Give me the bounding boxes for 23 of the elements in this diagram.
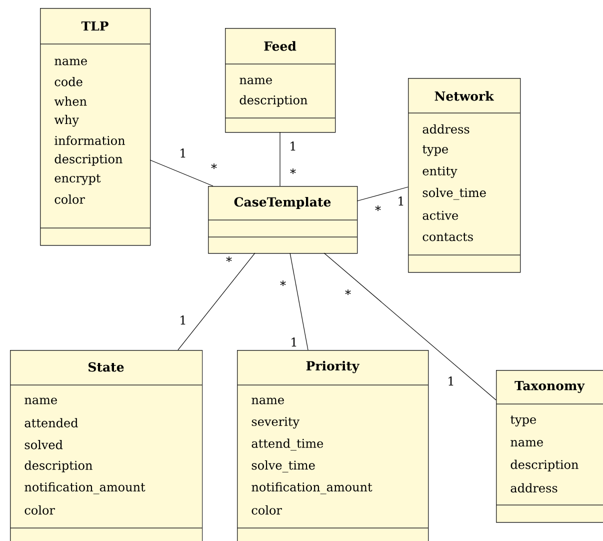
multiplicity-label: 1 [180,148,186,158]
multiplicity-label: 1 [180,316,186,324]
class-box: TLP name code when why information description encrypt color [40,8,151,246]
class-box: Taxonomy type name description address [496,370,603,523]
association-line [150,160,214,186]
class-box: State name attended solved description notification_amount color [10,350,203,541]
multiplicity-label: 1 [448,376,454,386]
association-line [290,252,308,350]
association-line [324,252,496,400]
multiplicity-label: * [290,168,296,174]
multiplicity-label: 1 [290,142,296,150]
class-box: Feed name description [224,28,336,133]
multiplicity-label: 1 [292,338,296,346]
multiplicity-label: * [211,164,217,169]
association-line [178,252,256,350]
multiplicity-label: * [345,290,351,295]
class-box: CaseTemplate [208,186,358,254]
class-box: Network address type entity solve_time active contacts [408,78,521,273]
association-line [356,186,408,202]
class-box: Priority name severity attend_time solve_time notification_amount color [236,350,429,541]
multiplicity-label: 1 [398,196,404,206]
multiplicity-label: * [280,280,286,286]
multiplicity-label: * [375,206,381,211]
